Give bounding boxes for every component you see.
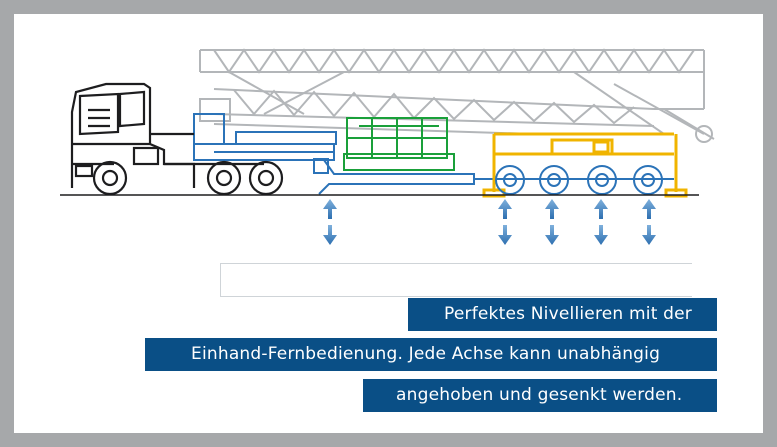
caption-line-2: Einhand-Fernbedienung. Jede Achse kann u… xyxy=(145,338,717,371)
trailer-chassis xyxy=(193,113,674,195)
double-headed-vertical-arrow-icon xyxy=(594,199,608,245)
crane-transport-illustration xyxy=(60,48,715,245)
wheel-icon xyxy=(206,160,242,196)
trailer-wheel-group xyxy=(495,165,663,195)
counterweight-frame xyxy=(343,117,455,171)
caption-line-3: angehoben und gesenkt werden. xyxy=(363,379,717,412)
outrigger-frame xyxy=(482,132,688,198)
wheel-icon xyxy=(587,165,617,195)
caption-line-1: Perfektes Nivellieren mit der xyxy=(408,298,717,331)
truck-wheel-group xyxy=(92,160,284,196)
wheel-icon xyxy=(495,165,525,195)
truck-cab-icon xyxy=(70,82,264,188)
double-headed-vertical-arrow-icon xyxy=(545,199,559,245)
crane-boom xyxy=(199,48,715,143)
wheel-icon xyxy=(539,165,569,195)
leveling-arrow-group xyxy=(323,199,656,245)
double-headed-vertical-arrow-icon xyxy=(498,199,512,245)
wheel-icon xyxy=(633,165,663,195)
wheel-icon xyxy=(92,160,128,196)
wheel-icon xyxy=(248,160,284,196)
double-headed-vertical-arrow-icon xyxy=(642,199,656,245)
image-frame: Perfektes Nivellieren mit der Einhand-Fe… xyxy=(14,14,763,433)
ground-reference-box xyxy=(220,263,692,297)
double-headed-vertical-arrow-icon xyxy=(323,199,337,245)
